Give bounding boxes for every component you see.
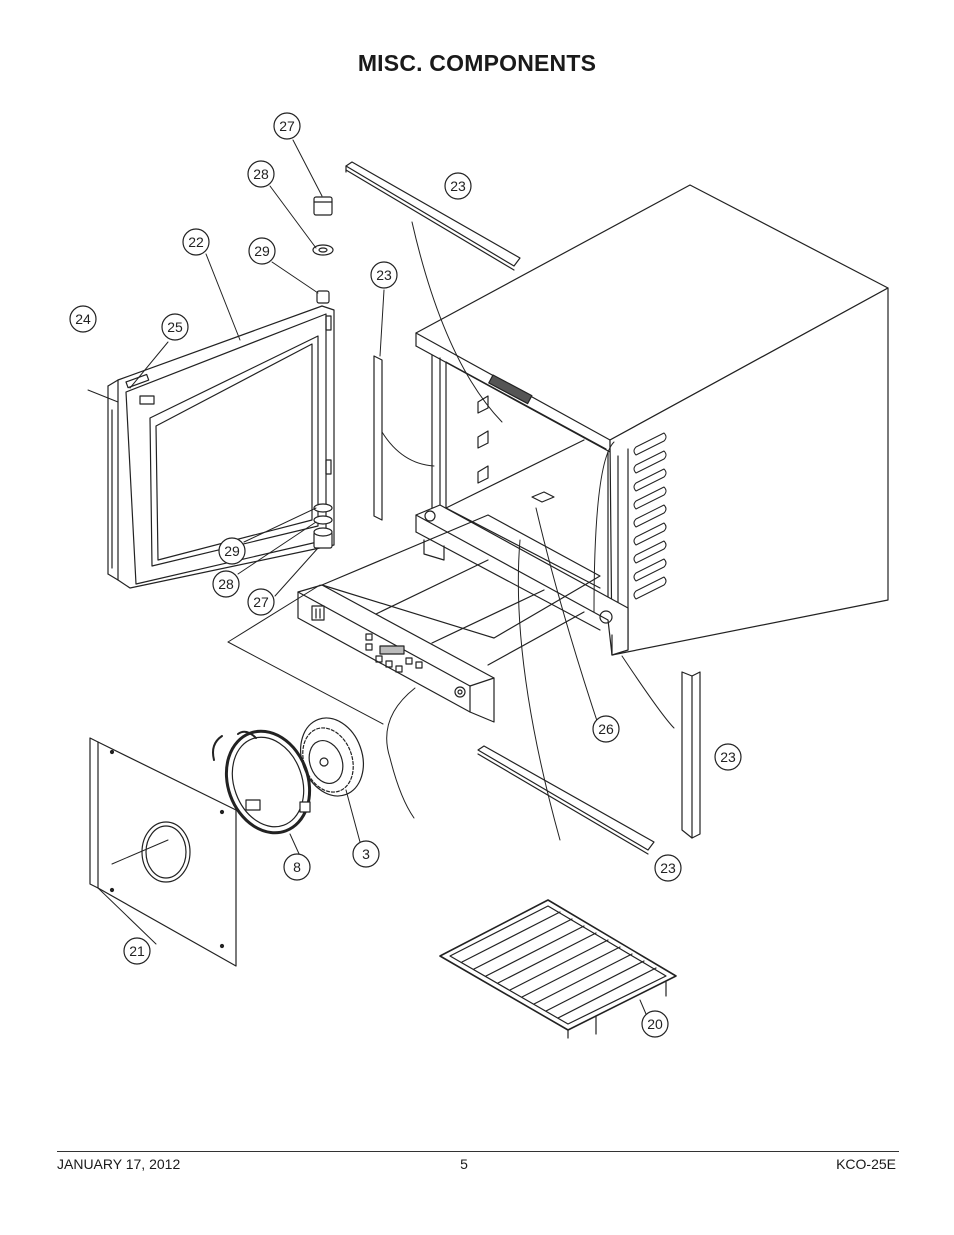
svg-text:23: 23 <box>450 178 466 194</box>
footer-page-number: 5 <box>460 1156 468 1172</box>
callout-28-bottom: 28 <box>212 570 240 598</box>
svg-text:25: 25 <box>167 319 183 335</box>
svg-text:29: 29 <box>224 543 240 559</box>
hinge-hardware-bottom <box>313 503 333 549</box>
control-panel <box>297 514 601 723</box>
callout-29-bottom: 29 <box>218 537 246 565</box>
callout-8: 8 <box>283 853 311 881</box>
svg-text:28: 28 <box>218 576 234 592</box>
callout-23-left: 23 <box>370 261 398 289</box>
back-panel <box>89 737 237 967</box>
svg-text:23: 23 <box>376 267 392 283</box>
callout-20: 20 <box>641 1010 669 1038</box>
leader-lines <box>87 139 675 1015</box>
callout-27-top: 27 <box>273 112 301 140</box>
svg-text:20: 20 <box>647 1016 663 1032</box>
callout-23-top: 23 <box>444 172 472 200</box>
callout-23-right: 23 <box>714 743 742 771</box>
callout-21: 21 <box>123 937 151 965</box>
callout-26: 26 <box>592 715 620 743</box>
blower-wheel <box>300 717 364 797</box>
svg-text:27: 27 <box>253 594 269 610</box>
svg-text:8: 8 <box>293 859 301 875</box>
page-title: MISC. COMPONENTS <box>357 50 597 76</box>
oven-cabinet <box>415 184 889 656</box>
svg-text:22: 22 <box>188 234 204 250</box>
oven-door <box>107 305 335 589</box>
side-vents <box>633 432 667 600</box>
callout-3: 3 <box>352 840 380 868</box>
callout-24: 24 <box>69 305 97 333</box>
svg-text:27: 27 <box>279 118 295 134</box>
seal-strips <box>345 161 701 855</box>
svg-text:21: 21 <box>129 943 145 959</box>
callout-25: 25 <box>161 313 189 341</box>
svg-text:23: 23 <box>660 860 676 876</box>
footer-date: JANUARY 17, 2012 <box>57 1156 181 1172</box>
footer-model: KCO-25E <box>836 1156 896 1172</box>
svg-text:24: 24 <box>75 311 91 327</box>
heating-element <box>212 729 312 835</box>
svg-text:23: 23 <box>720 749 736 765</box>
footer-divider <box>57 1151 899 1152</box>
svg-text:3: 3 <box>362 846 370 862</box>
callout-29-top: 29 <box>248 237 276 265</box>
svg-text:26: 26 <box>598 721 614 737</box>
callout-22: 22 <box>182 228 210 256</box>
callout-28-top: 28 <box>247 160 275 188</box>
svg-text:28: 28 <box>253 166 269 182</box>
callout-27-bottom: 27 <box>247 588 275 616</box>
callout-23-bottom: 23 <box>654 854 682 882</box>
oven-rack <box>439 899 677 1039</box>
svg-text:29: 29 <box>254 243 270 259</box>
hinge-hardware-top <box>312 196 334 304</box>
